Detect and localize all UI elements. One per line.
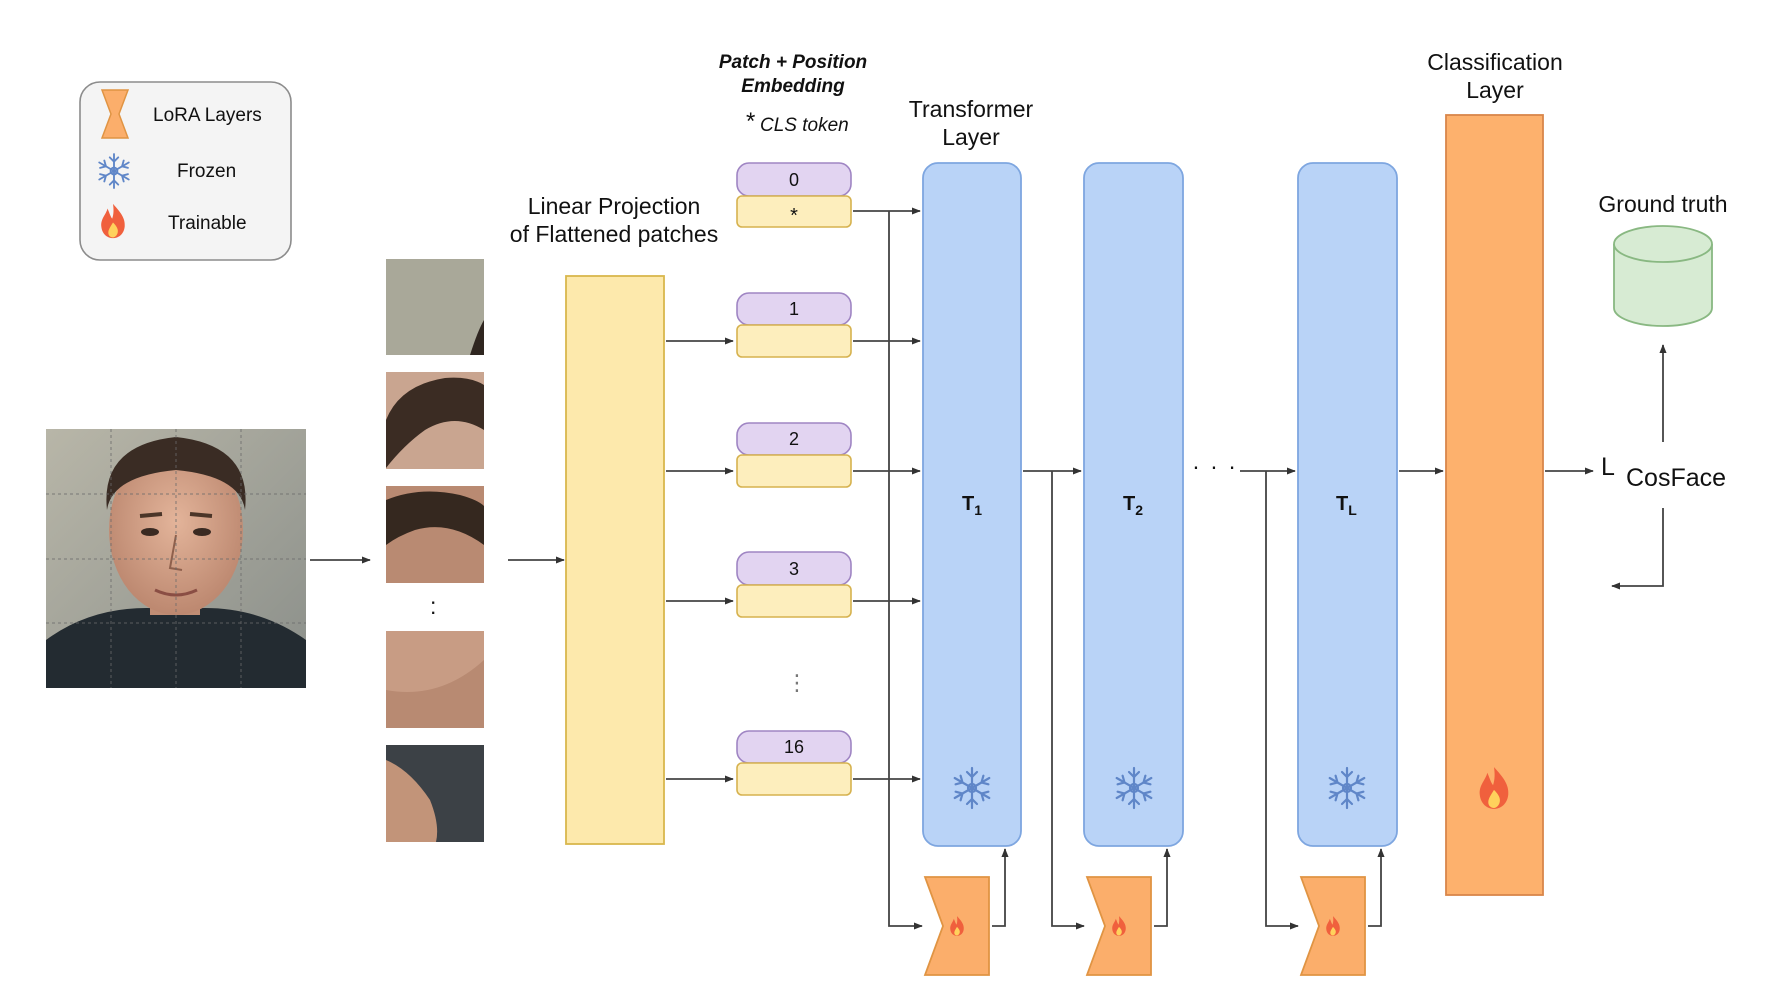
legend-frozen-label: Frozen [177, 161, 236, 182]
token-position-label: 3 [789, 559, 799, 579]
transformer-name: T2 [1123, 493, 1143, 518]
patch-image [386, 372, 484, 469]
lora-bowtie-icon [100, 89, 130, 139]
legend-trainable-label: Trainable [168, 213, 247, 234]
patch-column: : [386, 259, 484, 842]
patch-image [386, 259, 484, 355]
token-content-label: * [790, 205, 798, 227]
ground-truth-label: Ground truth [1598, 191, 1727, 217]
classification-title-line2: Layer [1466, 77, 1524, 103]
token-position-label: 2 [789, 429, 799, 449]
transformer-name: TL [1336, 493, 1357, 518]
embedding-title-line2: Embedding [741, 76, 845, 97]
patch-ellipsis: : [430, 593, 436, 619]
transformer-title-line1: Transformer [909, 96, 1034, 122]
token-content-1 [736, 324, 852, 358]
loss-name: CosFace [1626, 464, 1726, 492]
token-content-16 [736, 762, 852, 796]
token-position-label: 16 [784, 737, 804, 757]
linear-projection-title-line2: of Flattened patches [510, 221, 718, 247]
transformer-box [1083, 162, 1184, 847]
token-content-cls [736, 195, 852, 228]
transformer-horizontal-ellipsis: · · · [1192, 453, 1238, 479]
input-face-image [46, 429, 306, 688]
token-stack: 0 * 1 2 3 ⋮ 16 [736, 162, 852, 796]
linear-projection-box [565, 275, 665, 845]
token-content-2 [736, 454, 852, 488]
transformer-box [922, 162, 1022, 847]
connections [310, 207, 1667, 930]
token-position-label: 0 [789, 170, 799, 190]
ground-truth-database-icon [1613, 225, 1713, 327]
legend-lora-label: LoRA Layers [153, 105, 262, 126]
classification-layer-box [1445, 114, 1544, 896]
cls-star-symbol: * [746, 108, 755, 135]
cls-token-label: CLS token [760, 115, 849, 136]
linear-projection-title-line1: Linear Projection [528, 193, 701, 219]
transformer-box [1297, 162, 1398, 847]
classification-title-line1: Classification [1427, 49, 1563, 75]
token-position-label: 1 [789, 299, 799, 319]
patch-image [386, 631, 484, 728]
transformer-block-L: TL [1297, 162, 1398, 847]
token-vertical-ellipsis: ⋮ [786, 670, 808, 695]
patch-image [386, 486, 484, 583]
transformer-block-2: T2 [1083, 162, 1184, 847]
embedding-title-line1: Patch + Position [719, 52, 867, 73]
transformer-title-line2: Layer [942, 124, 1000, 150]
legend: LoRA Layers Frozen Trainable [79, 81, 292, 261]
legend-box [79, 81, 292, 261]
patch-image [386, 745, 484, 842]
token-content-3 [736, 584, 852, 618]
loss-symbol: L [1601, 453, 1615, 481]
transformer-block-1: T1 [922, 162, 1022, 847]
transformer-name: T1 [962, 493, 982, 518]
